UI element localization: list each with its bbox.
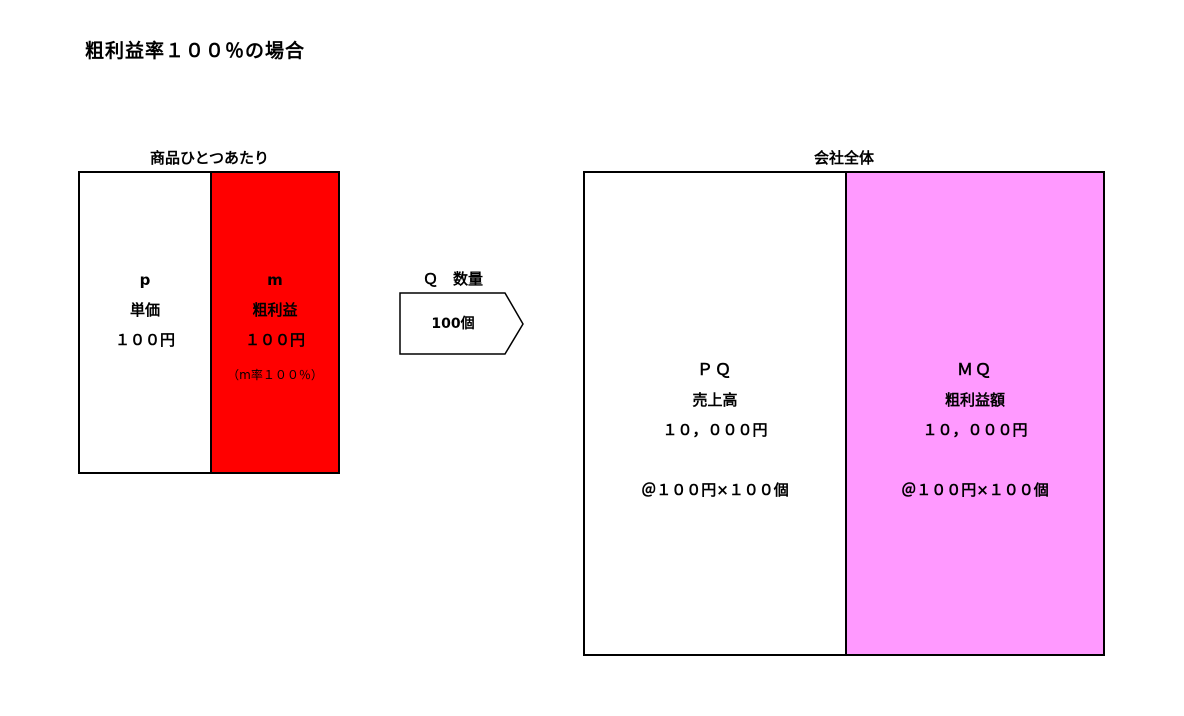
price-value: １００円: [114, 331, 175, 349]
sales-symbol: ＰＱ: [696, 360, 733, 379]
quantity-value: 100個: [431, 316, 475, 332]
per-product-caption: 商品ひとつあたり: [150, 149, 269, 167]
margin-cell: m 粗利益 １００円 （m率１００％）: [210, 173, 338, 472]
sales-spacer: [585, 445, 845, 475]
sales-formula: ＠１００円×１００個: [641, 481, 789, 499]
arrow-shape-icon: [399, 292, 524, 355]
price-cell: p 単価 １００円: [80, 173, 210, 472]
price-label: 単価: [129, 301, 160, 319]
gross-profit-formula: ＠１００円×１００個: [901, 481, 1049, 499]
margin-rate: （m率１００％）: [227, 368, 323, 382]
quantity-caption: Ｑ 数量: [422, 270, 483, 288]
gross-profit-cell: ＭＱ 粗利益額 １０，０００円 ＠１００円×１００個: [845, 173, 1103, 654]
margin-label: 粗利益: [252, 301, 298, 319]
margin-value: １００円: [244, 331, 305, 349]
sales-cell: ＰＱ 売上高 １０，０００円 ＠１００円×１００個: [585, 173, 845, 654]
gross-profit-value: １０，０００円: [922, 421, 1028, 439]
per-product-box: p 単価 １００円 m 粗利益 １００円 （m率１００％）: [78, 171, 340, 474]
gross-profit-symbol: ＭＱ: [956, 360, 993, 379]
sales-label: 売上高: [692, 391, 738, 409]
gross-profit-label: 粗利益額: [944, 391, 1005, 409]
price-symbol: p: [139, 271, 151, 289]
margin-symbol: m: [267, 271, 283, 289]
quantity-arrow: 100個: [399, 292, 527, 356]
sales-value: １０，０００円: [662, 421, 768, 439]
page-title: 粗利益率１００％の場合: [85, 40, 306, 62]
gross-profit-spacer: [847, 445, 1103, 475]
company-box: ＰＱ 売上高 １０，０００円 ＠１００円×１００個 ＭＱ 粗利益額 １０，０００…: [583, 171, 1105, 656]
company-caption: 会社全体: [813, 149, 874, 167]
